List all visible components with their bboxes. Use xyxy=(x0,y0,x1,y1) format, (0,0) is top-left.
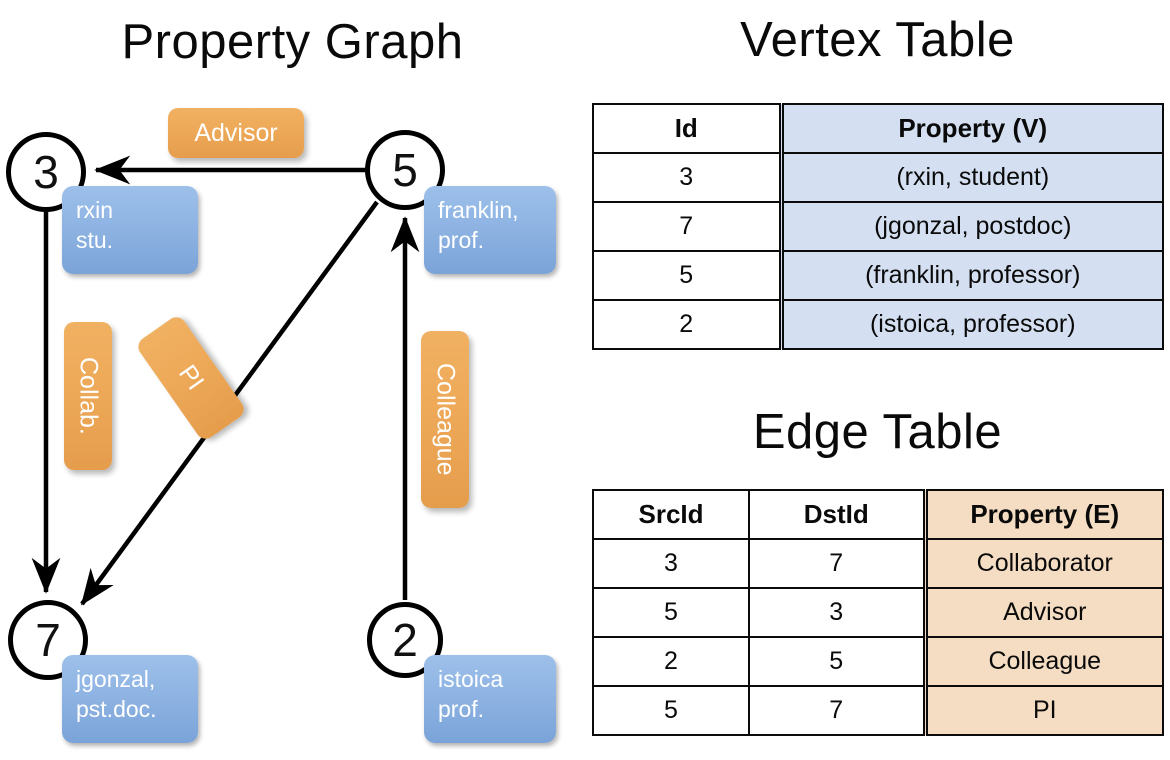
edge-row-0-dstid: 7 xyxy=(748,538,926,589)
edge-table-header-srcid: SrcId xyxy=(592,489,750,540)
graph-node-5[interactable]: 5 xyxy=(365,130,445,210)
table-row[interactable]: 7 (jgonzal, postdoc) xyxy=(592,201,1164,252)
edge-label-pi-text: PI xyxy=(173,360,210,396)
graph-node-2-id: 2 xyxy=(392,614,418,666)
graph-node-7-id: 7 xyxy=(35,614,61,666)
node-2-property-line-2: prof. xyxy=(438,696,485,722)
vertex-table: Id Property (V) 3 (rxin, student) 7 (jgo… xyxy=(592,103,1164,350)
page-title-edge-table: Edge Table xyxy=(752,405,1003,459)
vertex-row-0-property: (rxin, student) xyxy=(778,152,1164,203)
edge-label-collab-text: Collab. xyxy=(74,357,103,435)
edge-table-header-dstid: DstId xyxy=(748,489,926,540)
table-row[interactable]: 5 (franklin, professor) xyxy=(592,250,1164,301)
edge-label-advisor[interactable]: Advisor xyxy=(168,108,304,158)
table-row[interactable]: 2 5 Colleague xyxy=(592,636,1164,687)
edge-row-1-property: Advisor xyxy=(922,587,1164,638)
node-2-property-line-1: istoica xyxy=(438,666,504,692)
node-2-property-box[interactable]: istoica prof. xyxy=(424,655,556,743)
vertex-row-3-id: 2 xyxy=(592,299,782,350)
edge-label-colleague[interactable]: Colleague xyxy=(421,331,469,508)
vertex-row-2-id: 5 xyxy=(592,250,782,301)
node-7-property-box[interactable]: jgonzal, pst.doc. xyxy=(62,655,198,743)
table-row[interactable]: 5 7 PI xyxy=(592,685,1164,736)
graph-node-2[interactable]: 2 xyxy=(367,602,443,678)
edge-label-colleague-text: Colleague xyxy=(431,363,460,476)
property-graph-diagram: 3 5 7 2 rxin stu. franklin, prof. jgonza… xyxy=(6,108,556,743)
node-7-property-line-2: pst.doc. xyxy=(76,696,157,722)
edge-row-3-srcid: 5 xyxy=(592,685,750,736)
node-3-property-line-1: rxin xyxy=(76,197,114,223)
page-title-property-graph: Property Graph xyxy=(121,15,464,69)
edge-row-2-property: Colleague xyxy=(922,636,1164,687)
edge-table-header-row: SrcId DstId Property (E) xyxy=(592,489,1164,540)
edge-label-advisor-text: Advisor xyxy=(194,118,278,147)
vertex-row-0-id: 3 xyxy=(592,152,782,203)
page-title-vertex-table: Vertex Table xyxy=(740,13,1015,67)
vertex-row-1-property: (jgonzal, postdoc) xyxy=(778,201,1164,252)
edge-row-3-property: PI xyxy=(922,685,1164,736)
vertex-row-1-id: 7 xyxy=(592,201,782,252)
vertex-row-2-property: (franklin, professor) xyxy=(778,250,1164,301)
edge-label-collab[interactable]: Collab. xyxy=(64,322,112,470)
table-row[interactable]: 3 7 Collaborator xyxy=(592,538,1164,589)
edge-row-0-srcid: 3 xyxy=(592,538,750,589)
vertex-table-header-id: Id xyxy=(592,103,782,154)
graph-node-5-id: 5 xyxy=(392,144,418,196)
node-3-property-box[interactable]: rxin stu. xyxy=(62,186,198,274)
edge-row-1-dstid: 3 xyxy=(748,587,926,638)
graph-node-3-id: 3 xyxy=(33,146,59,198)
edge-row-1-srcid: 5 xyxy=(592,587,750,638)
edge-row-2-dstid: 5 xyxy=(748,636,926,687)
node-5-property-box[interactable]: franklin, prof. xyxy=(424,186,556,274)
node-5-property-line-2: prof. xyxy=(438,227,485,253)
node-3-property-line-2: stu. xyxy=(76,227,114,253)
table-row[interactable]: 3 (rxin, student) xyxy=(592,152,1164,203)
edge-table: SrcId DstId Property (E) 3 7 Collaborato… xyxy=(592,489,1164,736)
node-7-property-line-1: jgonzal, xyxy=(76,666,156,692)
vertex-row-3-property: (istoica, professor) xyxy=(778,299,1164,350)
edge-row-3-dstid: 7 xyxy=(748,685,926,736)
table-row[interactable]: 5 3 Advisor xyxy=(592,587,1164,638)
edge-table-header-property: Property (E) xyxy=(922,489,1164,540)
node-5-property-line-1: franklin, xyxy=(438,197,519,223)
edge-row-0-property: Collaborator xyxy=(922,538,1164,589)
table-row[interactable]: 2 (istoica, professor) xyxy=(592,299,1164,350)
edge-row-2-srcid: 2 xyxy=(592,636,750,687)
vertex-table-header-row: Id Property (V) xyxy=(592,103,1164,154)
vertex-table-header-property: Property (V) xyxy=(778,103,1164,154)
